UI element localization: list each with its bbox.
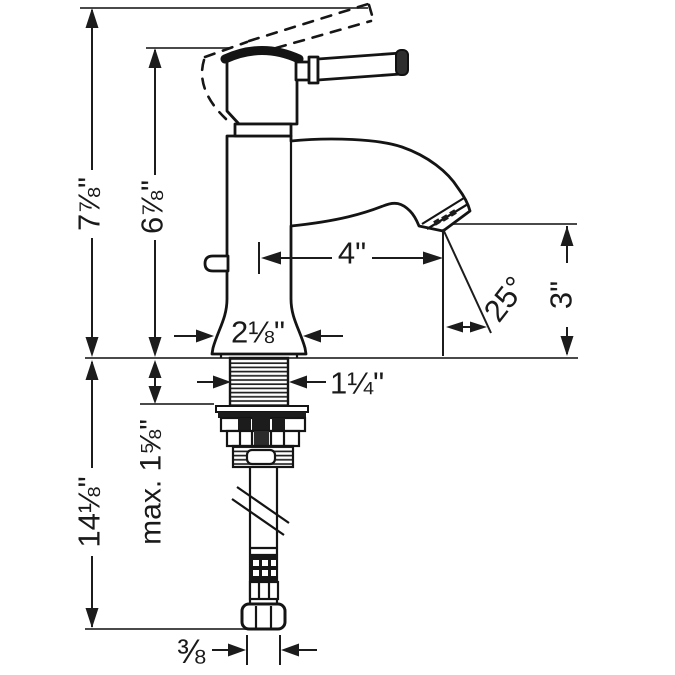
dim-label-supply-length: 14⅛": [72, 476, 107, 547]
dim-label-shank-diameter: 1¼": [330, 366, 384, 401]
washer: [215, 405, 309, 413]
faucet-body-spout: [203, 134, 472, 358]
lever-end-cap: [395, 49, 409, 76]
dim-label-body-height: 6⅞": [135, 180, 170, 234]
nut-detail: [245, 448, 277, 466]
dim-shank-diameter: 1¼": [197, 366, 384, 401]
center-rod-upper: [252, 416, 270, 431]
body-and-spout-outline: [210, 134, 472, 356]
cartridge-head: [225, 48, 299, 126]
extension-lines: [80, 7, 578, 630]
dim-label-overall-height: 7⅞": [72, 177, 107, 231]
dim-body-height: 6⅞": [135, 48, 170, 357]
dim-label-spout-reach: 4": [338, 236, 366, 271]
dim-outlet-height: 3": [544, 226, 579, 356]
hex-coupling-nut: [240, 602, 287, 631]
dim-label-outlet-height: 3": [544, 281, 579, 309]
threaded-shank: [228, 356, 290, 408]
dim-supply-connection: ⅜: [177, 633, 317, 671]
dim-label-max-deck-thickness: max. 1⅝": [135, 419, 168, 545]
faucet-head-and-handle: [220, 46, 409, 138]
dim-overall-height: 7⅞": [72, 8, 107, 357]
pipe-break-mark: [236, 486, 290, 524]
neck-joint: [233, 122, 293, 138]
handle-raised-outline: [200, 2, 376, 121]
dim-max-deck-thickness: max. 1⅝": [135, 360, 168, 545]
dim-base-width: 2⅛": [174, 315, 343, 350]
pipe-break-mark: [231, 498, 285, 536]
gasket: [218, 412, 306, 418]
supply-pipe: [231, 467, 290, 631]
lever-bar: [316, 51, 403, 82]
aerator: [421, 197, 469, 230]
dim-supply-length: 14⅛": [72, 360, 107, 628]
dim-outlet-angle: 25°: [442, 228, 533, 356]
head-cap: [220, 46, 304, 64]
pipe-connector: [248, 546, 280, 601]
dim-label-base-width: 2⅛": [231, 315, 285, 350]
dim-label-supply-connection: ⅜: [177, 633, 206, 671]
pull-rod-tab: [203, 254, 230, 273]
dim-spout-reach: 4": [258, 236, 443, 274]
mounting-hardware: [215, 356, 309, 469]
lever-stub: [294, 60, 311, 82]
